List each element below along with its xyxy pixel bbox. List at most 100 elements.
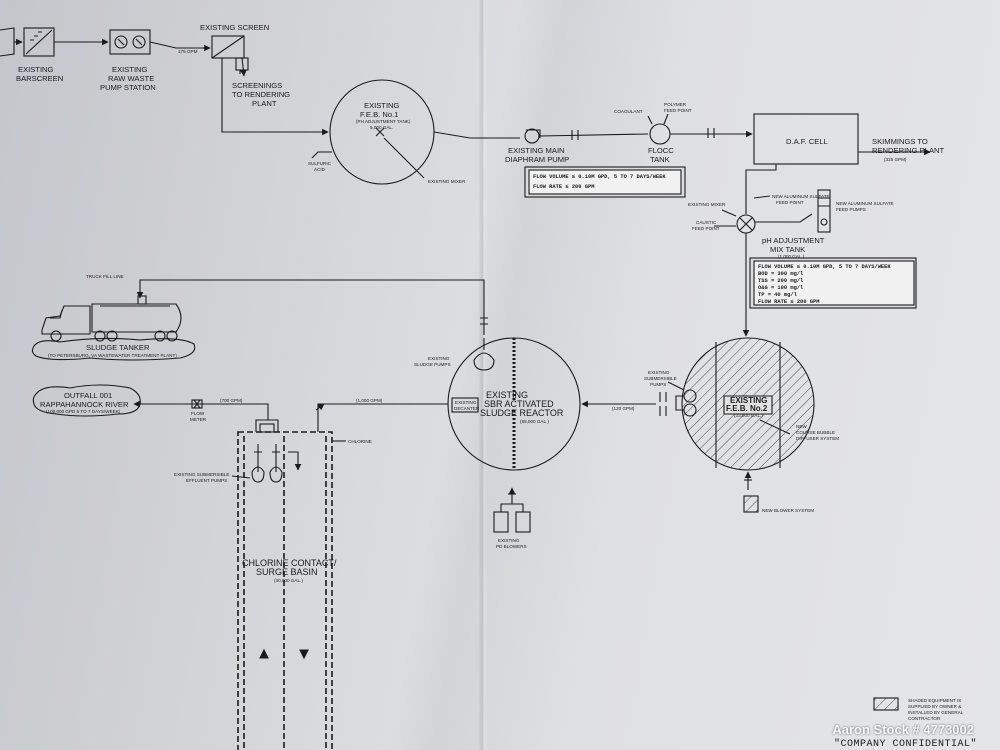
- diffuser-label-1: NEW: [796, 424, 807, 429]
- feb1-label-2: F.E.B. No.1: [360, 110, 398, 119]
- flocc-label-1: FLOCC: [648, 146, 674, 155]
- polymer-label-2: FEED POINT: [664, 108, 692, 113]
- flocc-label-2: TANK: [650, 155, 670, 164]
- leader-line: [231, 475, 251, 479]
- flow-line: [149, 41, 211, 52]
- skimmings-label-1: SKIMMINGS TO: [872, 137, 928, 146]
- flow-175-label: 175 GPM: [178, 49, 198, 54]
- coagulant-feed: [647, 115, 653, 125]
- blowers-label-2: PD BLOWERS: [496, 544, 527, 549]
- outfall-label-bubble: [32, 384, 141, 417]
- stock-watermark: Aaron Stock # 4773002: [832, 722, 974, 737]
- labels: EXISTING BARSCREEN EXISTING RAW WASTE PU…: [16, 23, 977, 750]
- leader-line: [759, 419, 791, 435]
- arrow-up-icon: [259, 648, 269, 659]
- submersible-pumps: [659, 389, 697, 417]
- skimmings-label-2: RENDERING PLANT: [872, 146, 945, 155]
- sludge-pumps-label-2: SLUDGE PUMPS: [414, 362, 451, 367]
- ph-tank-label-1: pH ADJUSTMENT: [762, 236, 825, 245]
- submersible-label-2: SUBMERSIBLE: [644, 376, 677, 381]
- pd-blowers: [493, 487, 531, 533]
- barscreen-label-2: BARSCREEN: [16, 74, 63, 83]
- alum-right-label-1: NEW ALUMINUM SULFATE: [836, 201, 894, 206]
- ph-tank-label-2: MIX TANK: [770, 245, 805, 254]
- polymer-label-1: POLYMER: [664, 102, 687, 107]
- decanter-label-1: EXISTING: [455, 400, 477, 405]
- flow-box-1: [524, 166, 686, 198]
- leader-line: [383, 137, 425, 179]
- sludge-tanker-label: SLUDGE TANKER: [86, 343, 150, 352]
- outfall-sub: (100,000 GPD 5 TO 7 DAYS/WEEK): [46, 409, 121, 414]
- feb-2-label-box: [723, 395, 773, 415]
- flow-line: [539, 133, 649, 137]
- flow-meter-label-2: METER: [190, 417, 207, 422]
- diffuser-label-2: COURSE BUBBLE: [796, 430, 835, 435]
- acid-feed-line: [311, 151, 332, 159]
- effluent-pumps: [251, 419, 283, 483]
- flow-box-2: [749, 257, 917, 309]
- box1-line-2: FLOW RATE ≤ 200 GPM: [533, 184, 594, 190]
- company-confidential: "COMPANY CONFIDENTIAL": [834, 738, 977, 750]
- chlorine-basin-gal: (30,000 GAL.): [274, 578, 303, 583]
- chlorine-basin-label-1: CHLORINE CONTACT/: [242, 558, 337, 568]
- valve-icon: [480, 317, 488, 325]
- feb1-mixer-label: EXISTING MIXER: [428, 179, 466, 184]
- blowers-label-1: EXISTING: [498, 538, 520, 543]
- paper-fold: [478, 0, 488, 750]
- polymer-feed: [663, 113, 669, 125]
- valve-icon: [707, 128, 715, 138]
- feb2-label-2: F.E.B. No.2: [726, 404, 768, 413]
- ph-mixer-label: EXISTING MIXER: [688, 202, 726, 207]
- truck-fill-line: [136, 279, 485, 335]
- flow-line: [221, 58, 329, 136]
- outfall-line: [133, 400, 269, 420]
- truck-fill-label: TRUCK FILL LINE: [86, 274, 124, 279]
- sludge-pump-icon: [473, 352, 495, 371]
- new-blower-system: [743, 495, 759, 513]
- chlorine-contact-basin: [237, 431, 333, 750]
- box2-line-6: FLOW RATE ≤ 200 GPM: [758, 299, 819, 305]
- effluent-label-2: EFFLUENT PUMPS: [186, 478, 227, 483]
- flow-line: [745, 164, 777, 214]
- pump-station-label-3: PUMP STATION: [100, 83, 156, 92]
- barscreen-label-1: EXISTING: [18, 65, 54, 74]
- sbr-label-1: EXISTING: [486, 390, 528, 400]
- feb1-sub-1: (PH ADJUSTMENT TANK): [356, 119, 411, 124]
- screenings-label-2: TO RENDERING: [232, 90, 290, 99]
- flow-120-label: (120 GPM): [612, 406, 635, 411]
- flow-meter-icon: [193, 399, 201, 409]
- flow-700-label: (700 GPM): [220, 398, 243, 403]
- pump-station-label-2: RAW WASTE: [108, 74, 154, 83]
- daf-cell: [753, 113, 859, 165]
- mixer-icon: [739, 217, 753, 231]
- diffuser-rails: [715, 342, 781, 468]
- arrow: [315, 403, 325, 411]
- legend-line-2: SUPPLIED BY OWNER &: [908, 704, 961, 709]
- diffuser-label-3: DIFFUSER SYSTEM: [796, 436, 839, 441]
- alum-left-label-1: NEW ALUMINUM SULFATE: [772, 194, 830, 199]
- screenings-label-1: SCREENINGS: [232, 81, 282, 90]
- legend-swatch: [873, 697, 899, 711]
- decanter-label-2: DECANTER: [454, 406, 480, 411]
- submersible-label-1: EXISTING: [648, 370, 670, 375]
- flow-meter-label-1: FLOW: [191, 411, 205, 416]
- leader-line: [667, 381, 685, 391]
- caustic-label-1: CAUSTIC: [696, 220, 717, 225]
- feb2-gal: (33,000 GAL.): [734, 413, 763, 418]
- flow-meter: [191, 399, 203, 409]
- acid-label-2: ACID: [314, 167, 326, 172]
- mixer-icon: [375, 127, 385, 137]
- alum-left-label-2: FEED POINT: [776, 200, 804, 205]
- chlorine-label: CHLORINE: [348, 439, 372, 444]
- box2-line-5: TP = 40 mg/l: [758, 292, 798, 298]
- tanker-label-bubble: [31, 337, 196, 361]
- alum-right-label-2: FEED PUMPS: [836, 207, 866, 212]
- existing-screen-label: EXISTING SCREEN: [200, 23, 269, 32]
- screenings-label-3: PLANT: [252, 99, 277, 108]
- feb-1-tank: [329, 79, 435, 185]
- flow-1000-label: (1,000 GPM): [356, 398, 383, 403]
- box2-line-3: TSS = 200 mg/l: [758, 278, 804, 284]
- new-blower-label: NEW BLOWER SYSTEM: [762, 508, 814, 513]
- raw-waste-pump-station: [109, 29, 151, 55]
- flocc-tank: [649, 123, 671, 145]
